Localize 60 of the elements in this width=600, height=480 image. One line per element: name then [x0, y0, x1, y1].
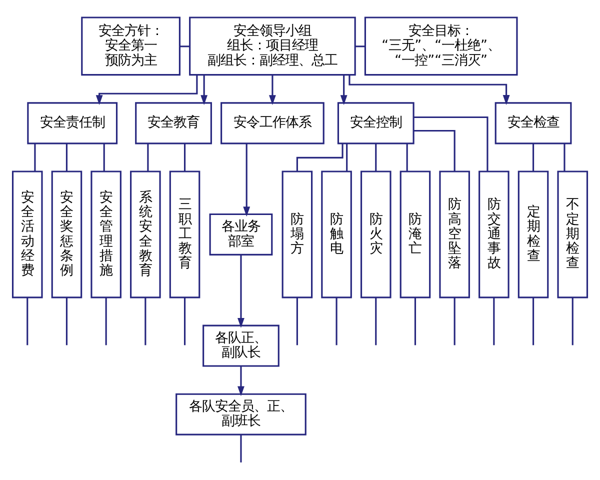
node-box: 防塌方 [282, 170, 313, 298]
connector [34, 143, 36, 171]
connector [414, 116, 488, 171]
node-box: 安全教育 [135, 102, 212, 144]
node-box: 系统安全教育 [130, 170, 161, 298]
node-box: 防高空坠落 [439, 170, 470, 298]
connector [105, 297, 107, 345]
node-box: 防触电 [321, 170, 352, 298]
node-box: 安令工作体系 [220, 102, 324, 144]
node-box: 防交通事故 [478, 170, 510, 298]
arrow [238, 254, 244, 328]
connector [414, 297, 416, 345]
connector [406, 143, 408, 171]
node-box: 三职工教育 [169, 170, 200, 298]
node-box: 安全奖惩条例 [51, 170, 82, 298]
node-box: 各队正、副队长 [202, 324, 280, 366]
connector [184, 143, 186, 171]
connector [240, 434, 242, 462]
arrow [238, 366, 244, 396]
connector [414, 129, 456, 171]
arrow [348, 74, 510, 104]
connector [564, 143, 566, 171]
node-box: 各队安全员、正、副班长 [176, 392, 306, 435]
connector [26, 297, 28, 345]
connector [346, 143, 348, 171]
node-box: 各业务部室 [209, 212, 273, 255]
connector [147, 143, 149, 171]
connector [532, 297, 534, 345]
connector [572, 297, 574, 345]
connector [375, 297, 377, 345]
connector [454, 297, 456, 345]
node-box: 防火灾 [360, 170, 392, 298]
node-box: 安全责任制 [27, 102, 118, 144]
node-box: 定期检查 [518, 170, 549, 298]
connector [184, 297, 186, 345]
connector [66, 297, 68, 345]
node-box: 安全控制 [337, 102, 414, 144]
node-box: 防淹亡 [400, 170, 431, 298]
arrow [243, 143, 250, 216]
arrow [268, 74, 276, 105]
connector [180, 45, 190, 47]
node-box: 安全目标： “三无”、“一杜绝”、 “一控”“三消灭” [364, 16, 518, 76]
connector [532, 143, 534, 171]
connector [336, 297, 338, 345]
node-box: 不定期检查 [557, 170, 588, 298]
arrow [200, 74, 208, 105]
node-box: 安全方针： 安全第一 预防为主 [81, 16, 180, 76]
connector [493, 297, 495, 345]
connector [66, 143, 68, 171]
node-box: 安全检查 [494, 102, 572, 144]
arrow [340, 74, 348, 105]
node-box: 安全活动经费 [12, 170, 43, 298]
connector [355, 45, 365, 47]
connector [103, 143, 105, 171]
connector [375, 143, 377, 171]
node-box: 安全管理措施 [90, 170, 122, 298]
connector [144, 297, 146, 345]
connector [296, 297, 298, 345]
arrow [96, 74, 198, 105]
node-box: 安全领导小组 组长：项目经理 副组长：副经理、总工 [189, 16, 356, 76]
